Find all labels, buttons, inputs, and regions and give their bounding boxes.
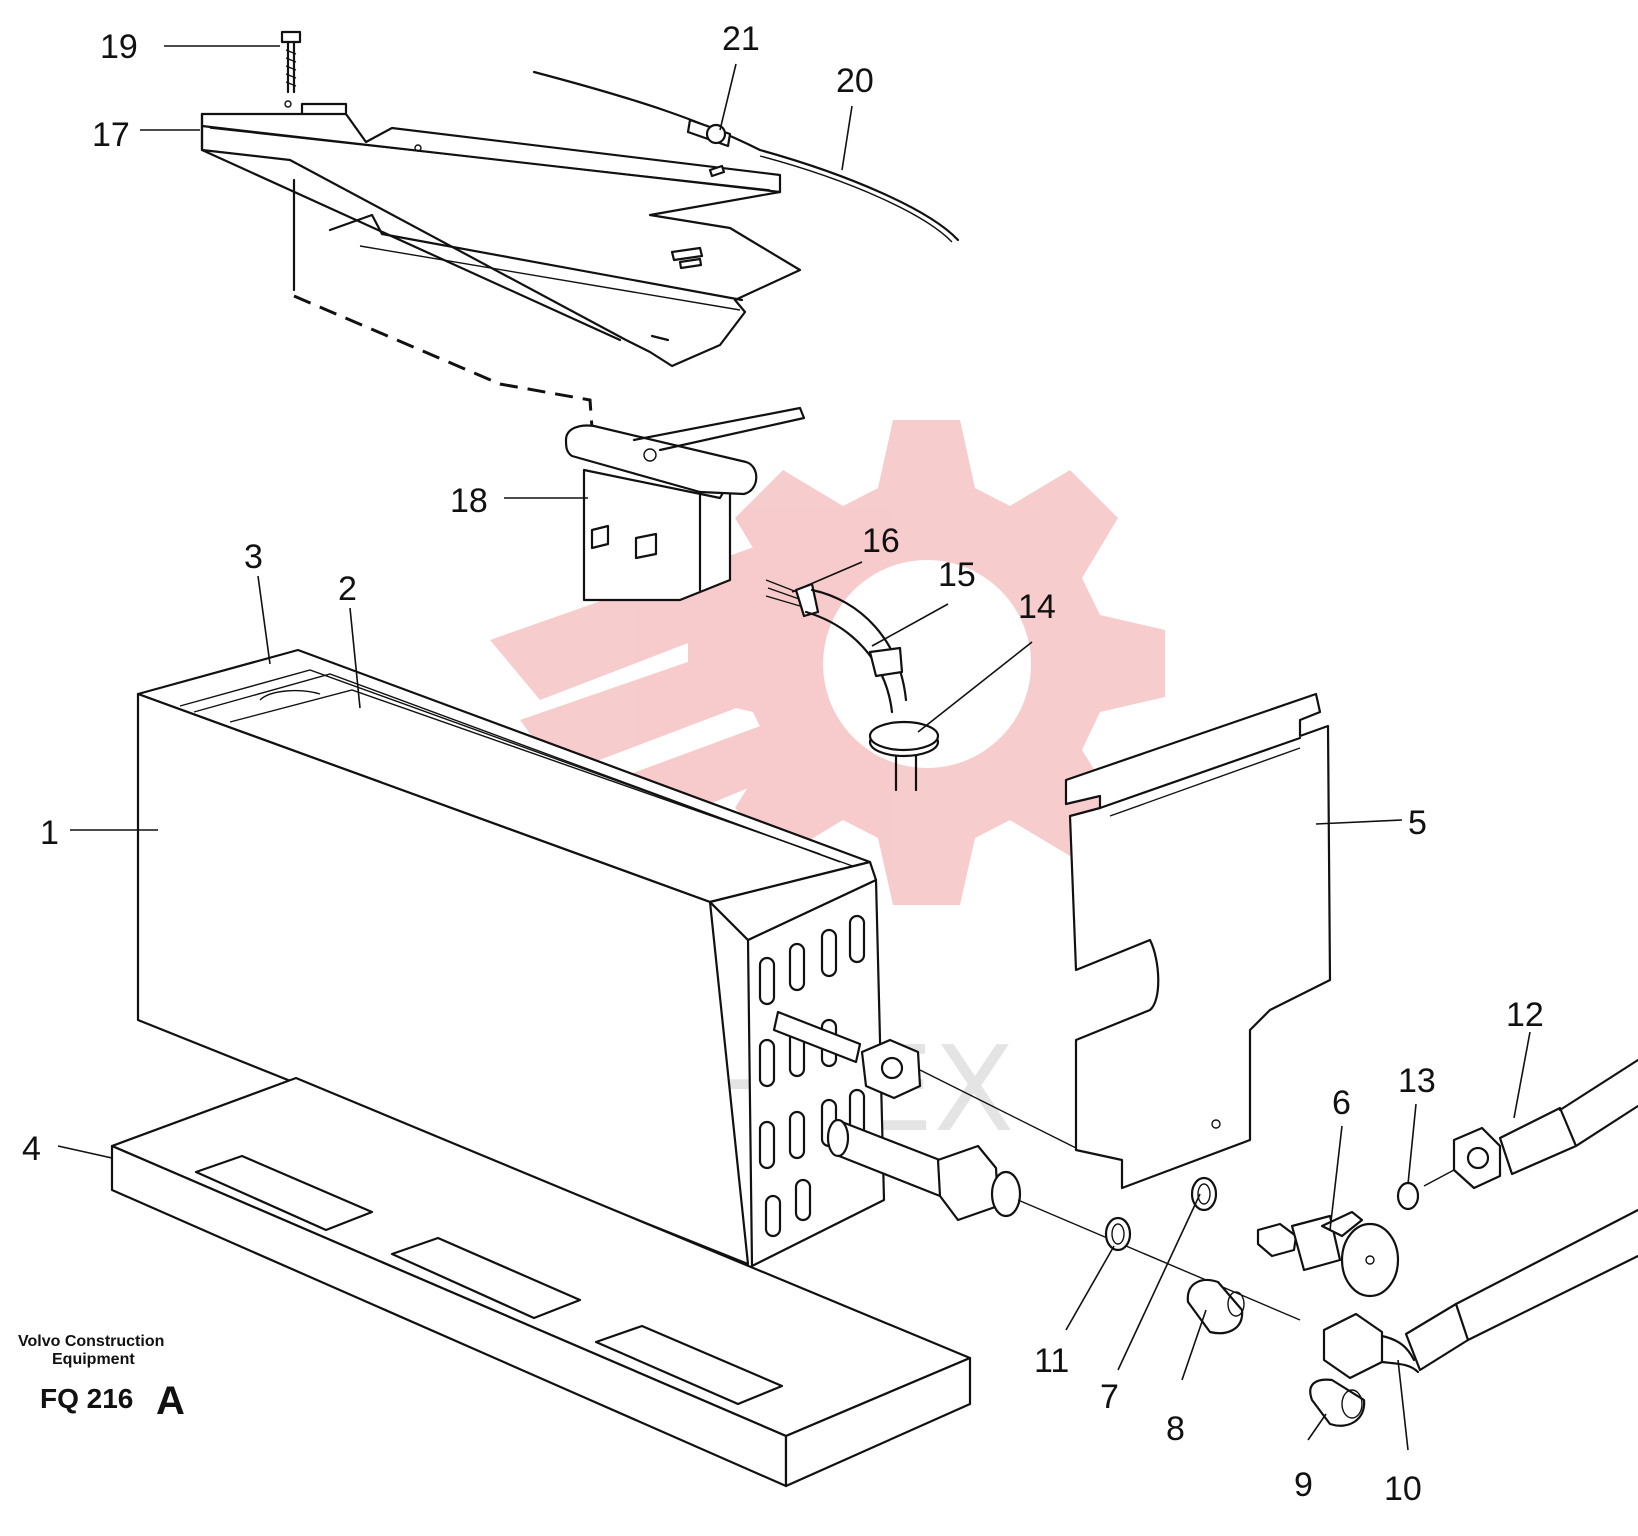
credit-company-line2: Equipment (52, 1351, 135, 1368)
callout-11: 11 (1034, 1342, 1069, 1380)
callout-15: 15 (938, 556, 976, 594)
callout-16: 16 (862, 522, 900, 560)
callout-13: 13 (1398, 1062, 1436, 1100)
drawing-revision: A (156, 1379, 185, 1423)
callout-19: 19 (100, 28, 138, 66)
callout-10: 10 (1384, 1470, 1422, 1508)
callout-9: 9 (1294, 1466, 1313, 1504)
callout-8: 8 (1166, 1410, 1185, 1448)
credit-block: Volvo Construction Equipment FQ 216 A (18, 1333, 185, 1423)
part-4-base (110, 1076, 972, 1488)
callout-14: 14 (1018, 588, 1056, 626)
callout-12: 12 (1506, 996, 1544, 1034)
part-18-switch (564, 406, 806, 602)
watermark-gear-icon (688, 420, 1165, 905)
callout-18: 18 (450, 482, 488, 520)
fittings (860, 1038, 1638, 1427)
part-1-heater-box (136, 648, 952, 1268)
leader-lines (57, 45, 1531, 1451)
callout-1: 1 (40, 814, 59, 852)
drawing-code: FQ 216 (40, 1383, 133, 1414)
part-5-cover (1064, 692, 1332, 1190)
callout-2: 2 (338, 570, 357, 608)
callout-5: 5 (1408, 804, 1427, 842)
callout-labels: 1 2 3 4 5 6 7 8 9 10 11 12 13 14 15 16 1… (22, 20, 1544, 1508)
callout-3: 3 (244, 538, 263, 576)
callout-7: 7 (1100, 1378, 1119, 1416)
watermark-swoosh-icon (490, 545, 815, 850)
part-17-bracket (200, 30, 802, 429)
credit-company: Volvo Construction (18, 1333, 164, 1350)
callout-6: 6 (1332, 1084, 1351, 1122)
callout-20: 20 (836, 62, 874, 100)
callout-21: 21 (722, 20, 760, 58)
callout-4: 4 (22, 1130, 41, 1168)
callout-17: 17 (92, 116, 130, 154)
